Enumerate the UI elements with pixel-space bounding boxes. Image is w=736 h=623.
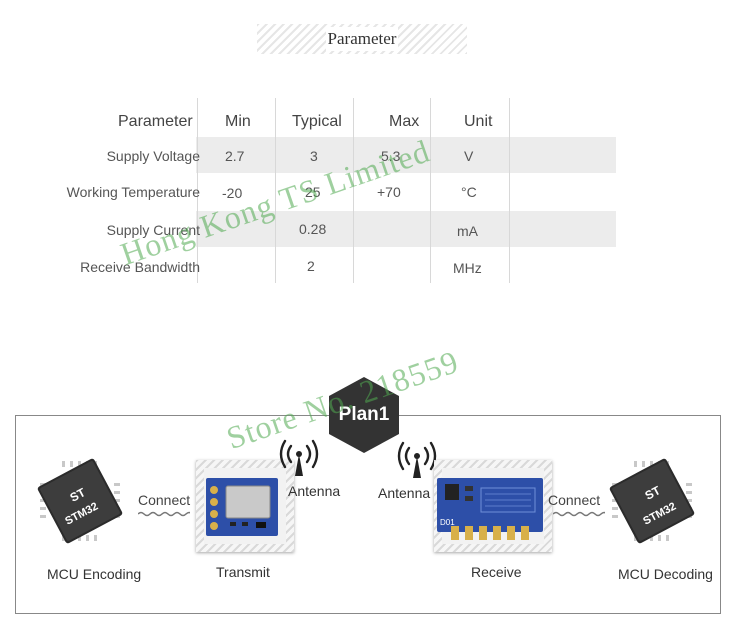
mcu-chip-icon	[609, 458, 695, 544]
cell-min: -20	[222, 185, 243, 201]
column-divider	[197, 98, 198, 283]
column-divider	[353, 98, 354, 283]
header-max: Max	[389, 113, 420, 130]
receiver-pcb-icon	[437, 478, 543, 540]
cell-max: 5.3	[381, 148, 401, 164]
cell-max: +70	[377, 184, 401, 200]
row-stripe	[196, 137, 616, 173]
plan-hexagon-icon	[329, 377, 399, 453]
header-unit: Unit	[464, 113, 493, 130]
cell-unit: °C	[461, 184, 477, 200]
mcu-encoding-label: MCU Encoding	[47, 566, 142, 582]
cell-unit: MHz	[453, 260, 482, 276]
banner-title: Parameter	[325, 27, 399, 51]
header-parameter: Parameter	[118, 113, 193, 130]
mcu-decoding-label: MCU Decoding	[618, 566, 713, 582]
cell-typical: 0.28	[299, 221, 327, 237]
row-label: Supply Voltage	[106, 148, 200, 164]
row-label: Receive Bandwidth	[80, 259, 200, 275]
column-divider	[275, 98, 276, 283]
row-label: Working Temperature	[66, 184, 200, 200]
row-label: Supply Current	[106, 222, 200, 238]
connection-line-icon	[138, 511, 190, 517]
row-stripe	[196, 211, 616, 247]
cell-unit: V	[464, 148, 474, 164]
connection-line-icon	[553, 511, 605, 517]
receive-antenna-label: Antenna	[378, 485, 431, 501]
cell-typical: 2	[307, 258, 315, 274]
antenna-icon	[397, 441, 437, 478]
connect-left-label: Connect	[138, 492, 191, 508]
connect-right-label: Connect	[548, 492, 601, 508]
pcb-mark: D01	[440, 518, 455, 527]
antenna-icon	[279, 439, 319, 476]
cell-min: 2.7	[225, 148, 245, 164]
transmit-antenna-label: Antenna	[288, 483, 341, 499]
section-banner: Parameter	[257, 24, 467, 54]
transmitter-pcb-icon	[206, 478, 278, 536]
cell-typical: 25	[305, 184, 321, 200]
cell-typical: 3	[310, 148, 318, 164]
header-typical: Typical	[292, 113, 342, 130]
transmit-label: Transmit	[216, 564, 270, 580]
mcu-chip-icon	[37, 458, 123, 544]
column-divider	[430, 98, 431, 283]
receive-label: Receive	[471, 564, 522, 580]
cell-unit: mA	[457, 223, 478, 239]
header-min: Min	[225, 113, 251, 130]
plan-label: Plan1	[338, 404, 390, 425]
parameter-table: Parameter Min Typical Max Unit Supply Vo…	[40, 98, 620, 288]
column-divider	[509, 98, 510, 283]
